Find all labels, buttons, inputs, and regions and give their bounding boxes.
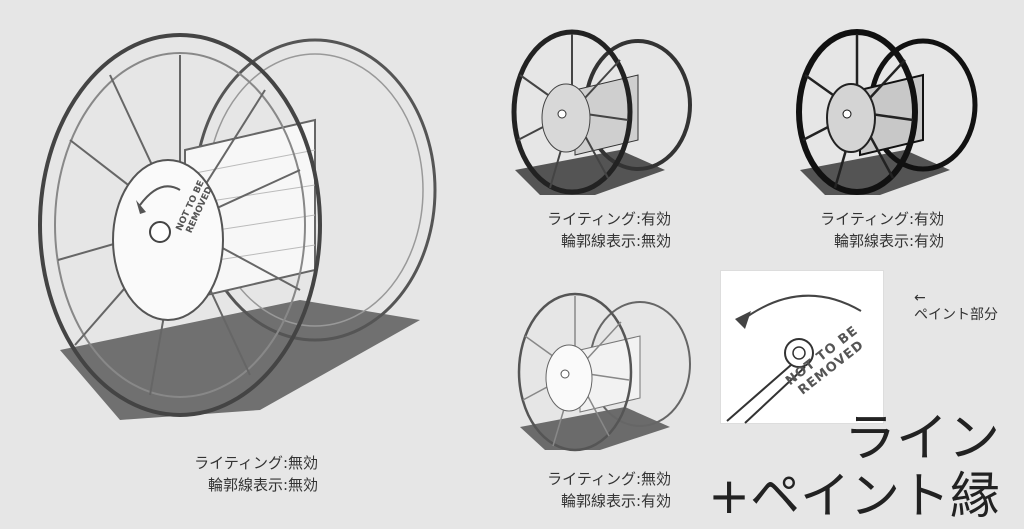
reel-panel-outlined (505, 282, 705, 457)
headline-paint-edge: +ペイント縁 (708, 467, 1000, 525)
caption-outline: 輪郭線表示:有効 (560, 492, 671, 510)
caption-panel-1: ライティング:無効 輪郭線表示:無効 (150, 452, 318, 496)
caption-outline: 輪郭線表示:無効 (560, 232, 671, 250)
cable-reel-illustration-lit (511, 29, 692, 195)
paint-area-note: ← ペイント部分 (914, 290, 998, 324)
caption-panel-3: ライティング:有効 輪郭線表示:有効 (778, 208, 944, 252)
reel-panel-large: NOT TO BE REMOVED (0, 0, 460, 440)
reel-panel-lit-outlined (785, 20, 985, 200)
headline-line: ライン (843, 409, 1000, 469)
caption-lighting: ライティング:無効 (194, 454, 318, 472)
caption-lighting: ライティング:無効 (547, 470, 671, 488)
paint-area-label: ペイント部分 (914, 307, 998, 323)
caption-lighting: ライティング:有効 (547, 210, 671, 228)
reel-panel-lit (500, 20, 700, 200)
cable-reel-illustration-large (38, 33, 437, 420)
caption-outline: 輪郭線表示:無効 (207, 476, 318, 494)
cable-reel-illustration-outlined (517, 292, 691, 452)
caption-panel-4: ライティング:無効 輪郭線表示:有効 (505, 468, 671, 512)
caption-panel-2: ライティング:有効 輪郭線表示:無効 (505, 208, 671, 252)
left-arrow-icon: ← (914, 290, 926, 306)
caption-lighting: ライティング:有効 (820, 210, 944, 228)
paint-detail-inset: NOT TO BE REMOVED (720, 270, 884, 424)
hub-closeup-illustration (726, 294, 862, 424)
caption-outline: 輪郭線表示:有効 (833, 232, 944, 250)
cable-reel-illustration-lit-outlined (796, 29, 978, 195)
